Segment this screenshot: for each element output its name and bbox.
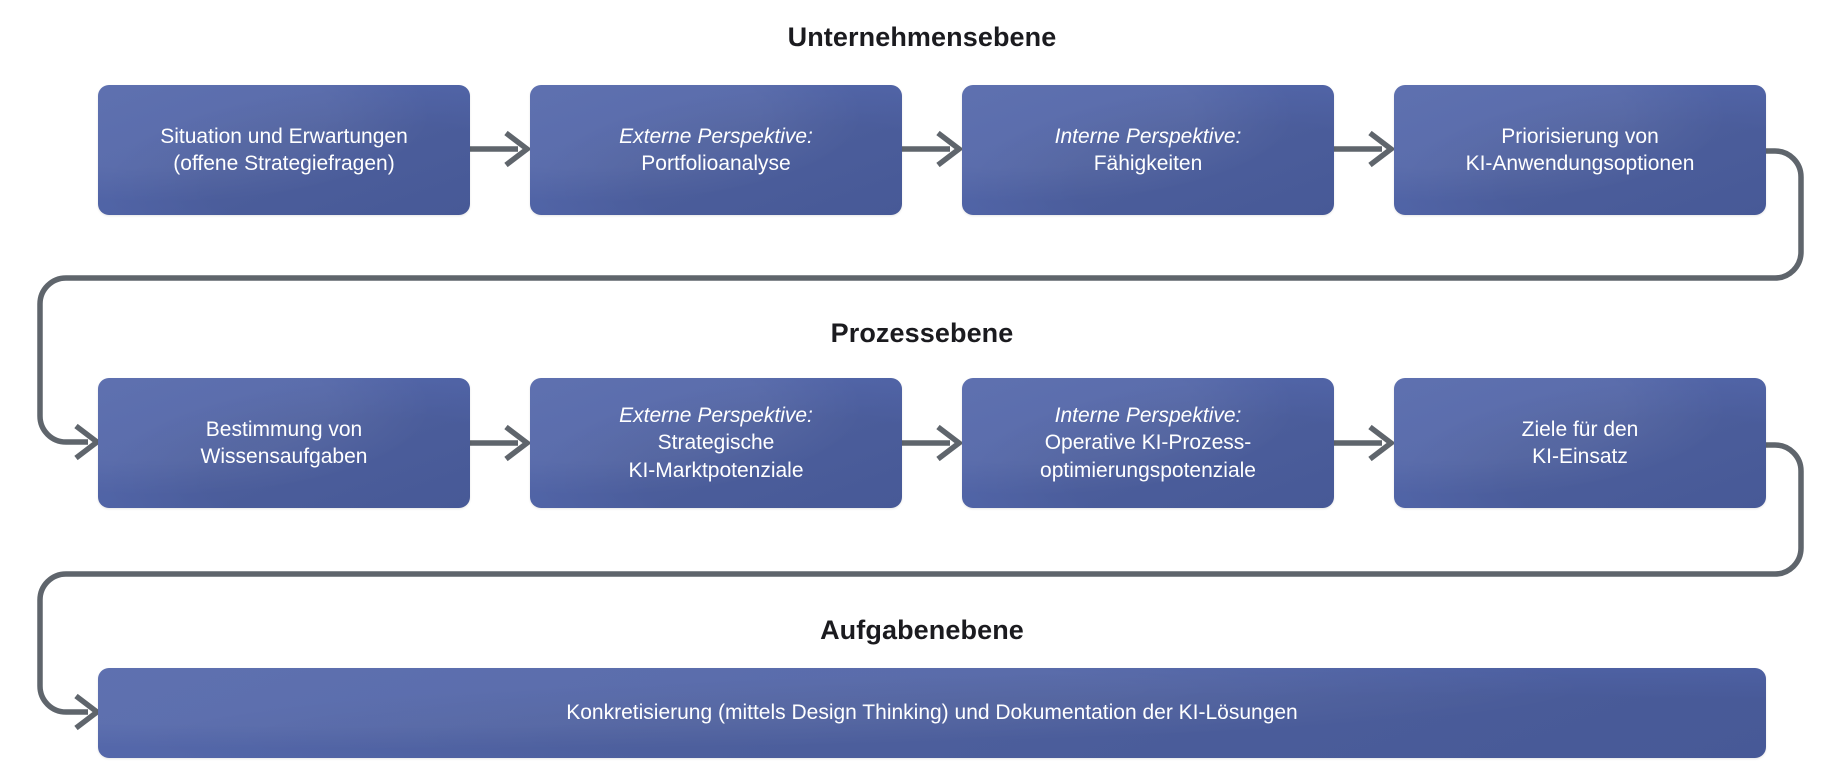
node-body: Konkretisierung (mittels Design Thinking…	[566, 701, 1298, 725]
node-text: Externe Perspektive: Portfolioanalyse	[540, 123, 892, 178]
node-text: Interne Perspektive: Fähigkeiten	[972, 123, 1324, 178]
node-body: Portfolioanalyse	[641, 152, 791, 175]
arrow-r2-3	[1334, 424, 1396, 462]
node-interne-perspektive-prozessoptimierung[interactable]: Interne Perspektive: Operative KI-Prozes…	[962, 378, 1334, 508]
arrow-r1-1	[470, 130, 532, 168]
node-text: Situation und Erwartungen(offene Strateg…	[108, 123, 460, 178]
node-lead: Externe Perspektive:	[619, 404, 813, 428]
node-externe-perspektive-portfolioanalyse[interactable]: Externe Perspektive: Portfolioanalyse	[530, 85, 902, 215]
node-body: Situation und Erwartungen(offene Strateg…	[160, 124, 408, 175]
arrow-r1-3	[1334, 130, 1396, 168]
node-lead: Interne Perspektive:	[1054, 124, 1242, 148]
node-body: Fähigkeiten	[1093, 152, 1203, 175]
section-title-aufgabenebene: Aufgabenebene	[820, 615, 1024, 645]
node-lead: Externe Perspektive:	[619, 124, 813, 148]
node-konkretisierung-dokumentation[interactable]: Konkretisierung (mittels Design Thinking…	[98, 668, 1766, 758]
section-title-unternehmensebene: Unternehmensebene	[787, 22, 1057, 52]
arrow-r1-2	[902, 130, 964, 168]
arrow-r2-1	[470, 424, 532, 462]
node-body: Operative KI-Prozess-optimierungspotenzi…	[1040, 431, 1256, 482]
node-lead: Interne Perspektive:	[1054, 404, 1242, 428]
node-interne-perspektive-faehigkeiten[interactable]: Interne Perspektive: Fähigkeiten	[962, 85, 1334, 215]
node-text: Konkretisierung (mittels Design Thinking…	[108, 699, 1756, 726]
section-title-prozessebene: Prozessebene	[830, 318, 1014, 348]
node-situation-und-erwartungen[interactable]: Situation und Erwartungen(offene Strateg…	[98, 85, 470, 215]
arrow-r2-2	[902, 424, 964, 462]
node-text: Interne Perspektive: Operative KI-Prozes…	[972, 402, 1324, 484]
